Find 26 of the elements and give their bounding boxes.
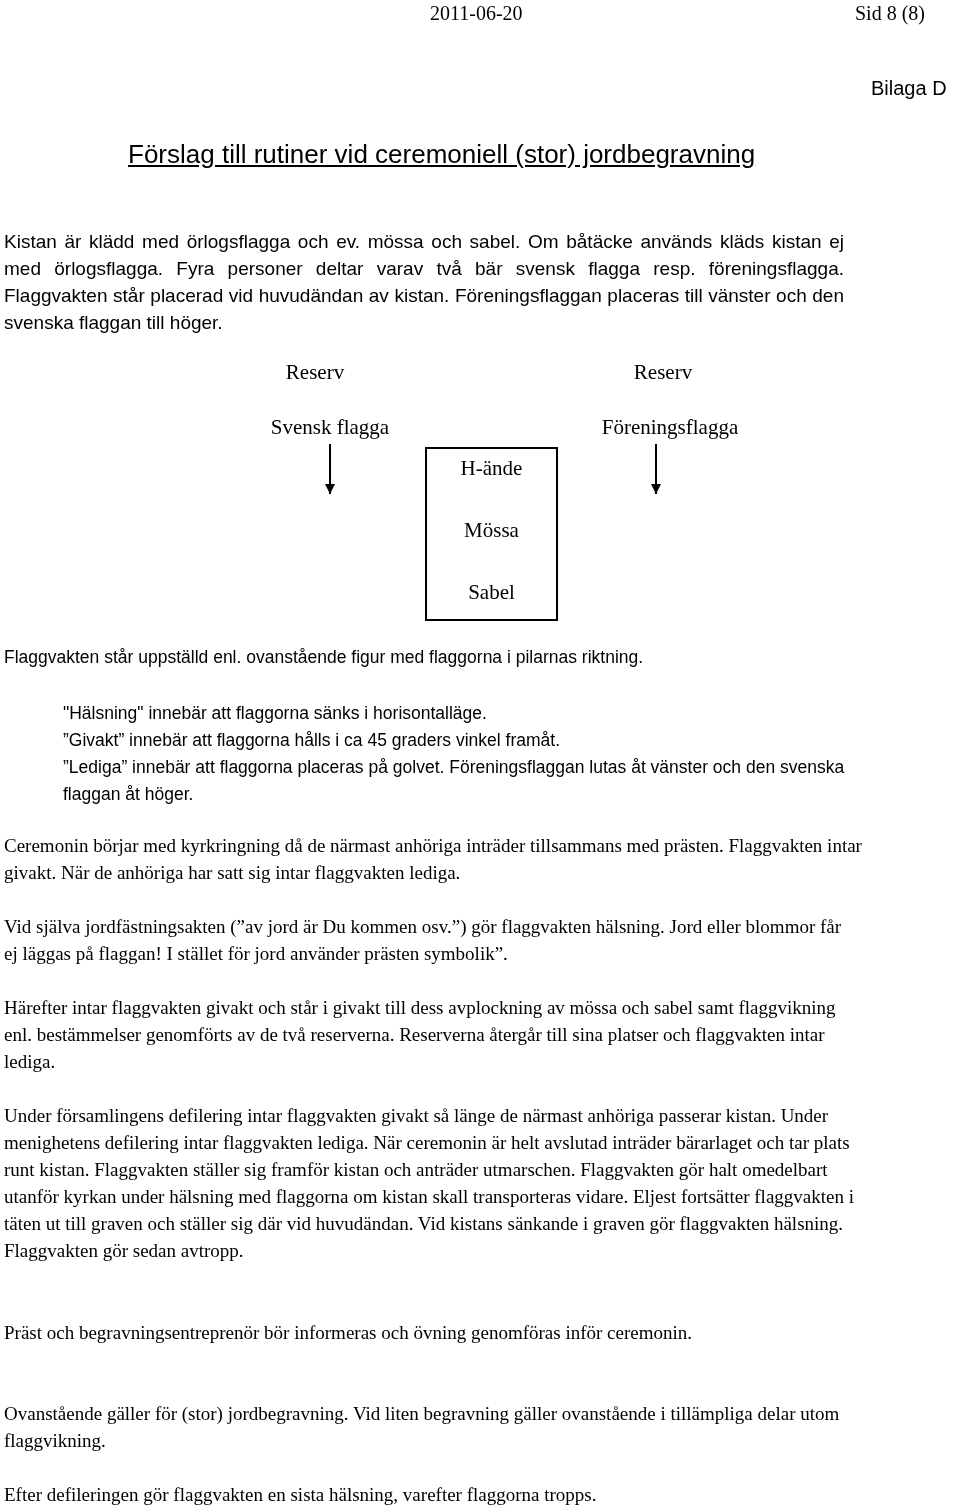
item-label: Mössa (464, 517, 519, 543)
role-label: Reserv (633, 359, 693, 385)
definition-text: ”Lediga” innebär att flaggorna placeras på golvet. Föreningsflaggan lutas åt vänster och den svenska flaggan åt höger. (63, 756, 846, 806)
definition-text: "Hälsning" innebär att flaggorna sänks i horisontalläge. (63, 702, 488, 725)
paragraph: Ovanstående gäller för (stor) jordbegravning. Vid liten begravning gäller ovanstående i tillämpliga delar utom flaggvikning. (4, 1402, 841, 1453)
paragraph: Efter defileringen gör flaggvakten en sista hälsning, varefter flaggorna tropps. (4, 1483, 598, 1507)
page-title: Förslag till rutiner vid ceremoniell (stor) jordbegravning (128, 138, 756, 170)
paragraph: Ceremonin börjar med kyrkringning då de närmast anhöriga inträder tillsammans med prästen. Flaggvakten intar givakt. När de anhöriga har satt sig intar flaggvakten lediga. (4, 834, 863, 885)
role-label: Föreningsflagga (601, 414, 739, 440)
date: 2011-06-20 (430, 1, 524, 26)
paragraph: Flaggvakten står uppställd enl. ovanstående figur med flaggorna i pilarnas riktning. (4, 646, 645, 669)
arrow (651, 443, 661, 495)
page-number: Sid 8 (8) (855, 1, 926, 26)
paragraph: Vid själva jordfästningsakten (”av jord är Du kommen osv.”) gör flaggvakten hälsning. Jord eller blommor får ej läggas på flaggan! I stället för jord använder prästen symbolik”. (4, 915, 843, 966)
role-label: Svensk flagga (270, 414, 390, 440)
paragraph: Härefter intar flaggvakten givakt och står i givakt till dess avplockning av mössa och sabel samt flaggvikning enl. bestämmelser genomförts av de två reserverna. Reserverna återgår till sina platser och flaggvakten intar lediga. (4, 996, 837, 1074)
paragraph: Präst och begravningsentreprenör bör informeras och övning genomföras inför ceremonin. (4, 1321, 693, 1345)
appendix-label: Bilaga D (871, 76, 948, 101)
definition-text: ”Givakt” innebär att flaggorna hålls i ca 45 graders vinkel framåt. (63, 729, 562, 752)
paragraph: Under församlingens defilering intar flaggvakten givakt så länge de närmast anhöriga passerar kistan. Under menighetens defilering intar flaggvakten lediga. När ceremonin är helt avslutad inträder bärarlaget och tar plats runt kistan. Flaggvakten ställer sig framför kistan och anträder utmarschen. Flaggvakten gör halt omedelbart utanför kyrkan under hälsning med flaggorna om kistan skall transporteras vidare. Eljest fortsätter flaggvakten i täten ut till graven och ställer sig där vid huvudändan. Vid kistans sänkande i graven gör flaggvakten hälsning. Flaggvakten gör sedan avtropp. (4, 1104, 854, 1263)
item-label: Sabel (468, 579, 515, 605)
item-label: H-ände (460, 455, 523, 481)
role-label: Reserv (285, 359, 345, 385)
paragraph: Kistan är klädd med örlogsflagga och ev. mössa och sabel. Om båtäcke används kläds kistan ej med örlogsflagga. Fyra personer deltar varav två bär svensk flagga resp. föreningsflagga. Flaggvakten står placerad vid huvudändan av kistan. Föreningsflaggan placeras till vänster och den svenska flaggan till höger. (4, 230, 844, 335)
arrow (325, 443, 335, 495)
coffin-box (425, 447, 558, 621)
